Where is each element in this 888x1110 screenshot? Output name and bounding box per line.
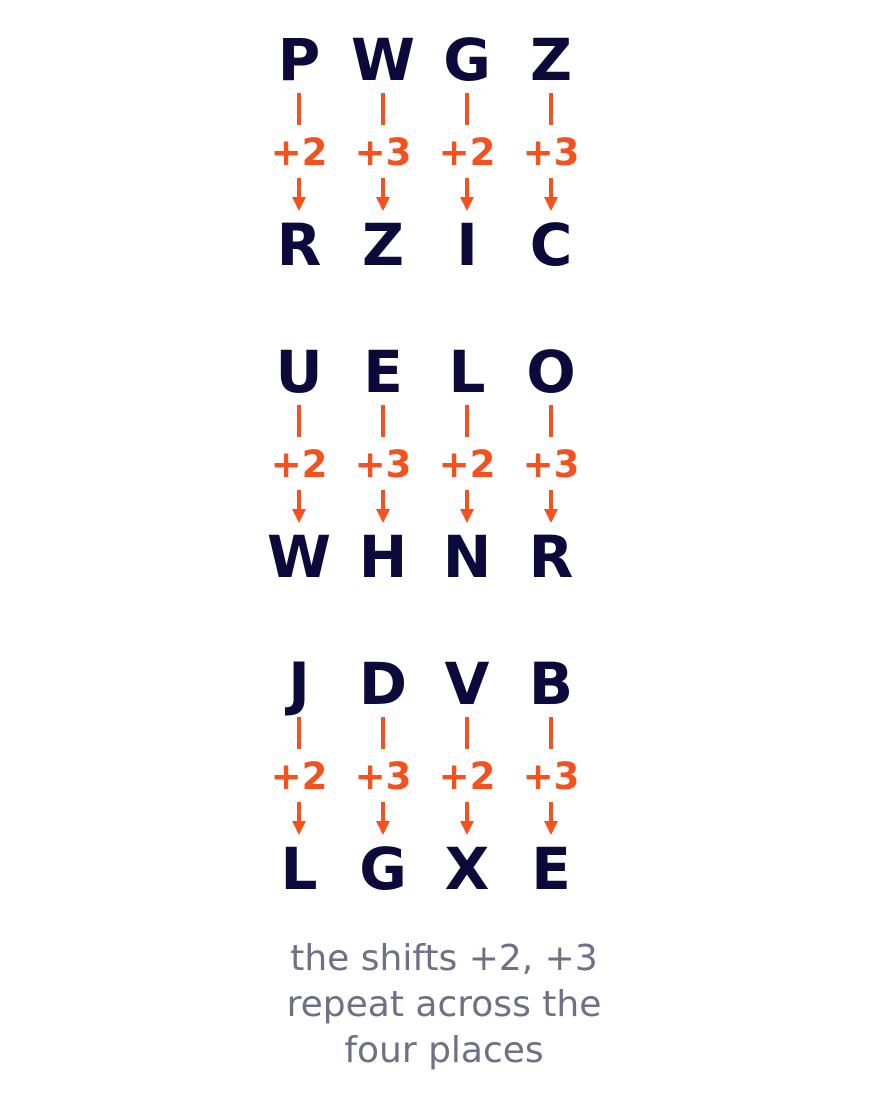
source-letter: U <box>275 338 322 406</box>
result-letter: L <box>281 835 318 903</box>
source-letter: W <box>351 26 415 94</box>
source-letter: E <box>363 338 403 406</box>
shift-label: +2 <box>439 443 496 486</box>
caption: the shifts +2, +3 repeat across the four… <box>0 936 888 1074</box>
result-letter: R <box>529 523 574 591</box>
shift-label: +2 <box>439 131 496 174</box>
shift-label: +3 <box>523 131 580 174</box>
result-letter: W <box>267 523 331 591</box>
shift-label: +2 <box>271 443 328 486</box>
result-letter: H <box>359 523 408 591</box>
shift-label: +3 <box>355 755 412 798</box>
result-letter: R <box>277 211 322 279</box>
shift-label: +3 <box>355 443 412 486</box>
source-letter: Z <box>530 26 572 94</box>
result-letter: I <box>456 211 478 279</box>
shift-label: +2 <box>271 755 328 798</box>
shift-label: +3 <box>523 443 580 486</box>
source-letter: V <box>445 650 490 718</box>
arrow-down-icon <box>292 197 306 211</box>
source-letter: L <box>449 338 486 406</box>
arrow-down-icon <box>292 509 306 523</box>
caption-line-3: four places <box>344 1030 544 1071</box>
letter-shift-diagram: P+2RW+3ZG+2IZ+3CU+2WE+3HL+2NO+3RJ+2LD+3G… <box>267 26 580 903</box>
caption-line-1: the shifts +2, +3 <box>290 938 598 979</box>
shift-label: +2 <box>271 131 328 174</box>
arrow-down-icon <box>460 821 474 835</box>
source-letter: P <box>278 26 321 94</box>
shift-label: +2 <box>439 755 496 798</box>
group-1: P+2RW+3ZG+2IZ+3C <box>271 26 580 279</box>
arrow-down-icon <box>460 197 474 211</box>
result-letter: C <box>530 211 573 279</box>
source-letter: O <box>526 338 575 406</box>
arrow-down-icon <box>376 197 390 211</box>
caption-line-2: repeat across the <box>286 984 602 1025</box>
arrow-down-icon <box>544 197 558 211</box>
arrow-down-icon <box>376 509 390 523</box>
source-letter: D <box>359 650 407 718</box>
result-letter: E <box>531 835 571 903</box>
source-letter: J <box>284 650 310 718</box>
result-letter: X <box>445 835 490 903</box>
group-2: U +2W E +3H L +2N O +3R <box>267 338 579 591</box>
source-letter: G <box>443 26 491 94</box>
shift-label: +3 <box>523 755 580 798</box>
result-letter: N <box>443 523 492 591</box>
arrow-down-icon <box>460 509 474 523</box>
arrow-down-icon <box>376 821 390 835</box>
source-letter: B <box>529 650 573 718</box>
shift-label: +3 <box>355 131 412 174</box>
arrow-down-icon <box>292 821 306 835</box>
group-3: J +2L D +3G V +2X B +3E <box>271 650 580 903</box>
arrow-down-icon <box>544 509 558 523</box>
arrow-down-icon <box>544 821 558 835</box>
result-letter: Z <box>362 211 404 279</box>
result-letter: G <box>359 835 407 903</box>
